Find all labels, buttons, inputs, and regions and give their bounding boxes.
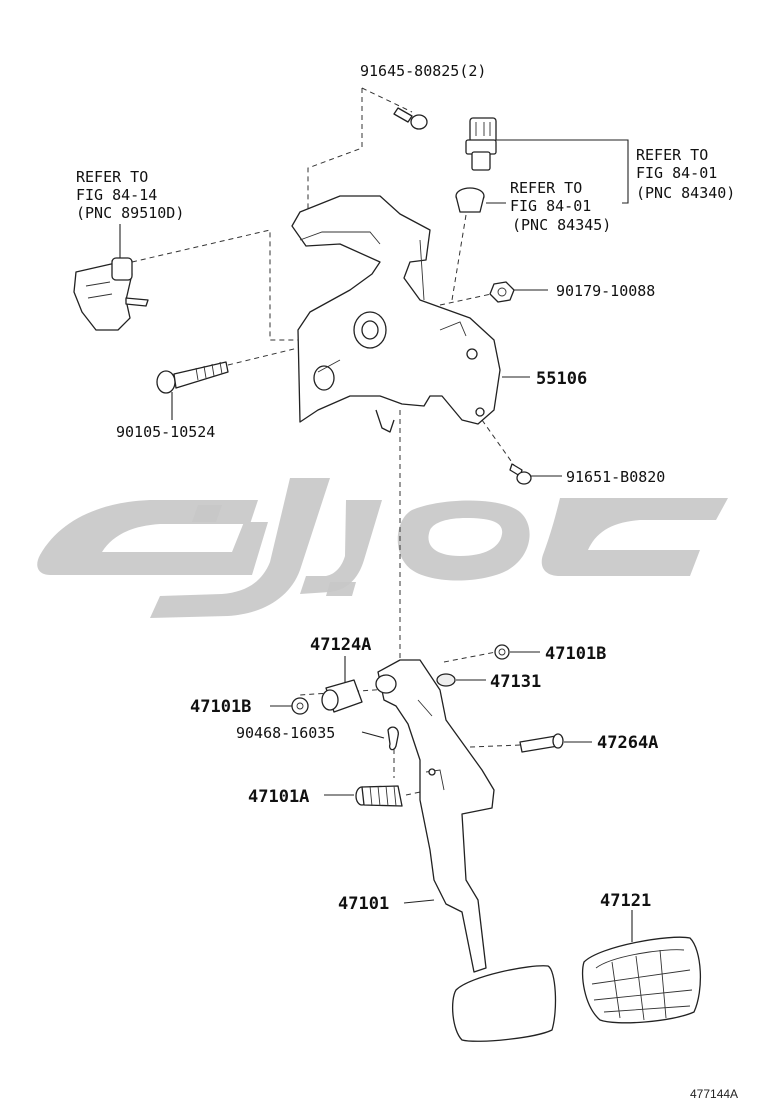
label-90105: 90105-10524: [116, 423, 215, 441]
label-47131: 47131: [490, 672, 541, 692]
bolt-icon: [393, 107, 428, 130]
bushing-icon: [494, 644, 510, 660]
bushing-icon: [291, 697, 309, 715]
label-90179: 90179-10088: [556, 282, 655, 300]
leader-lines: [119, 139, 633, 942]
ref-right: REFER TO FIG 84-01 (PNC 84340): [636, 146, 735, 202]
svg-text:(PNC 89510D): (PNC 89510D): [76, 204, 184, 222]
label-47101: 47101: [338, 894, 389, 914]
label-47264a: 47264A: [597, 733, 658, 753]
label-90468: 90468-16035: [236, 724, 335, 742]
nut-icon: [489, 281, 515, 303]
pedal-pad-icon: [451, 965, 557, 1042]
bracket-icon: [291, 195, 501, 433]
label-55106: 55106: [536, 369, 587, 389]
ref-left: REFER TO FIG 84-14 (PNC 89510D): [76, 168, 184, 222]
svg-text:FIG 84-14: FIG 84-14: [76, 186, 157, 204]
label-47121: 47121: [600, 891, 651, 911]
label-47101b-left: 47101B: [190, 697, 251, 717]
clip-icon: [387, 726, 399, 751]
svg-text:REFER TO: REFER TO: [76, 168, 148, 186]
svg-text:REFER TO: REFER TO: [510, 179, 582, 197]
label-47124a: 47124A: [310, 635, 371, 655]
label-47101a: 47101A: [248, 787, 309, 807]
cushion-icon: [455, 187, 485, 213]
switch-icon: [465, 117, 497, 171]
bushing-icon: [321, 679, 363, 713]
svg-text:FIG 84-01: FIG 84-01: [636, 164, 717, 182]
svg-text:REFER TO: REFER TO: [636, 146, 708, 164]
svg-text:FIG 84-01: FIG 84-01: [510, 197, 591, 215]
pedal-pad-icon: [581, 936, 702, 1024]
bolt-icon: [156, 361, 229, 394]
pin-icon: [519, 733, 564, 753]
ref-mid: REFER TO FIG 84-01 (PNC 84345): [510, 179, 611, 234]
bolt-icon: [509, 463, 532, 485]
label-47101b-right: 47101B: [545, 644, 606, 664]
figure-code: 477144A: [690, 1087, 738, 1101]
label-91645: 91645-80825(2): [360, 62, 486, 80]
cushion-icon: [436, 673, 456, 687]
svg-text:(PNC 84345): (PNC 84345): [512, 216, 611, 234]
sensor-icon: [73, 257, 149, 331]
watermark-logo: [37, 478, 728, 618]
spring-icon: [355, 785, 403, 807]
pedal-arm-icon: [375, 659, 495, 973]
label-91651: 91651-B0820: [566, 468, 665, 486]
svg-text:(PNC 84340): (PNC 84340): [636, 184, 735, 202]
